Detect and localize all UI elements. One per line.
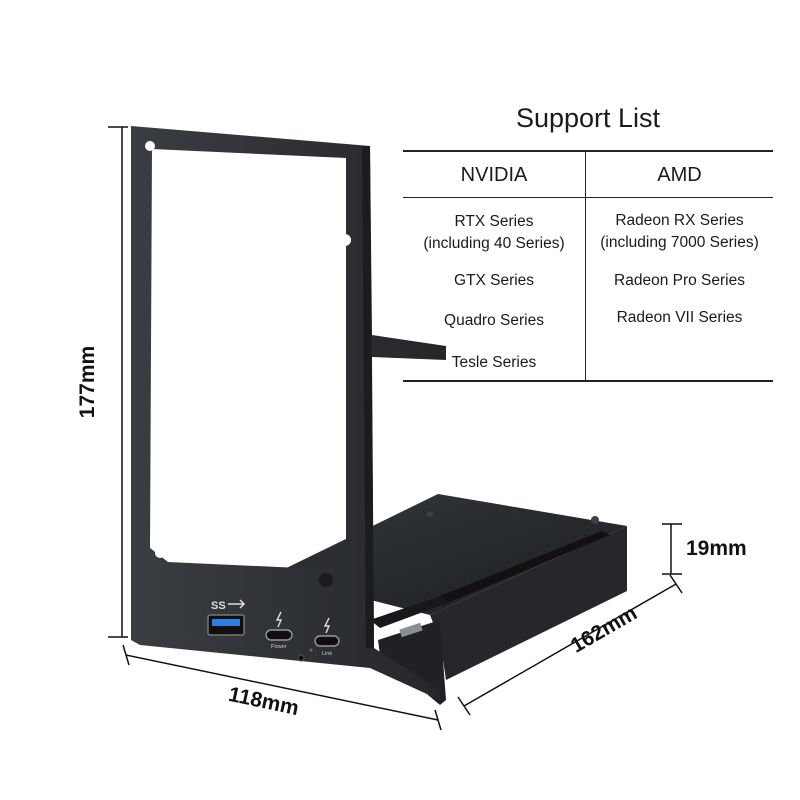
usb-c-power-port	[265, 629, 293, 641]
series-name: Tesle Series	[451, 354, 537, 371]
list-item: RTX Series (including 40 Series)	[403, 211, 585, 255]
tray-inner-rail	[370, 596, 450, 628]
thunderbolt-icon	[275, 611, 283, 628]
amd-column-header: AMD	[657, 164, 702, 186]
list-item: Radeon VII Series	[586, 307, 773, 329]
series-name: Radeon Pro Series	[614, 272, 745, 289]
frame-hole	[145, 141, 155, 151]
column-divider	[585, 152, 586, 380]
link-port-label: Link	[322, 651, 332, 657]
width-dim-tick	[122, 644, 130, 666]
tray-screw	[427, 511, 433, 517]
support-table-header: NVIDIA AMD	[403, 152, 773, 198]
usb-symbol-icon	[228, 599, 246, 609]
dimension-lines	[108, 126, 683, 731]
series-name: RTX Series	[454, 213, 534, 230]
depth-dim-line	[463, 583, 677, 707]
frame-shadow-edge	[362, 146, 374, 648]
pcie-slot	[440, 531, 610, 602]
tray-side-face	[430, 526, 627, 680]
series-name: GTX Series	[453, 272, 535, 289]
reset-hole	[309, 648, 313, 652]
usb-ss-label: SS	[211, 600, 226, 612]
width-dim-tick	[434, 709, 442, 731]
nvidia-column-header: NVIDIA	[460, 164, 528, 186]
depth-dim-tick	[669, 574, 683, 594]
list-item: GTX Series	[403, 270, 585, 292]
thickness-dimension-label: 19mm	[686, 537, 747, 560]
width-dim-line	[125, 654, 439, 721]
series-name: Radeon RX Series	[615, 212, 744, 229]
series-note: (including 7000 Series)	[600, 234, 759, 251]
usb-c-link-port	[314, 635, 340, 647]
list-item: Radeon Pro Series	[586, 270, 773, 292]
list-item: Quadro Series	[403, 310, 585, 332]
height-dimension-label: 177mm	[76, 345, 100, 419]
support-list-title: Support List	[515, 103, 661, 133]
series-name: Quadro Series	[444, 312, 544, 329]
usb-a-tongue	[212, 619, 240, 626]
thunderbolt-icon	[323, 617, 331, 634]
frame-hole	[339, 234, 351, 246]
power-led	[297, 654, 305, 662]
front-io-panel: SS Power Link	[207, 599, 340, 662]
vertical-frame	[131, 126, 446, 700]
series-note: (including 40 Series)	[423, 235, 565, 252]
support-list-table: NVIDIA AMD RTX Series (including 40 Seri…	[403, 150, 773, 382]
frame-hole	[319, 573, 333, 587]
frame-hole	[155, 548, 165, 558]
tray-connector	[399, 622, 423, 638]
series-name: Radeon VII Series	[616, 309, 743, 326]
list-item: Radeon RX Series (including 7000 Series)	[586, 210, 773, 254]
depth-dim-tick	[457, 696, 471, 716]
tray-screw	[591, 516, 599, 524]
power-port-label: Power	[271, 644, 287, 650]
list-item: Tesle Series	[403, 352, 585, 374]
